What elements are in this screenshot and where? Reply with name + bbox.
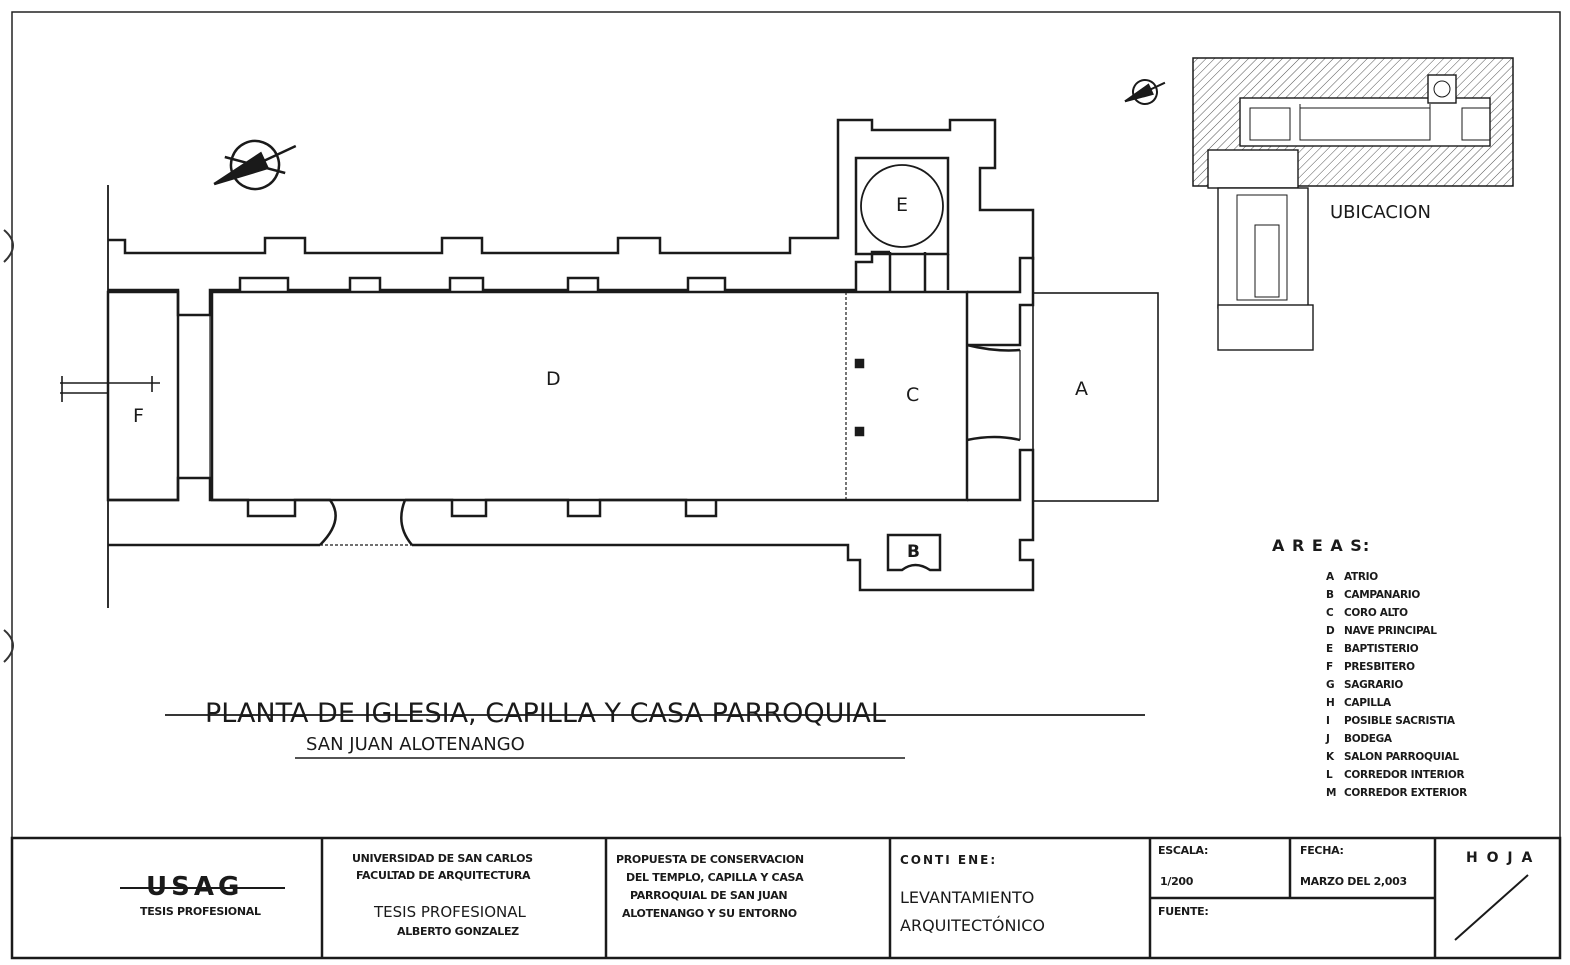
drawing-subtitle: SAN JUAN ALOTENANGO — [306, 734, 525, 755]
scale-label: ESCALA: — [1158, 844, 1209, 857]
source-label: FUENTE: — [1158, 905, 1209, 918]
university-line2: FACULTAD DE ARQUITECTURA — [356, 869, 531, 882]
plan-label-c: C — [906, 384, 920, 406]
areas-heading: A R E A S: — [1272, 536, 1371, 555]
north-arrow-icon — [213, 139, 297, 191]
project-line3: PARROQUIAL DE SAN JUAN — [630, 889, 788, 902]
plan-label-e: E — [896, 194, 909, 216]
sheet-slash — [1454, 874, 1529, 941]
title-block-grid — [10, 836, 1562, 960]
project-line1: PROPUESTA DE CONSERVACION — [616, 853, 804, 866]
contains-line2: ARQUITECTÓNICO — [900, 916, 1045, 935]
date-label: FECHA: — [1300, 844, 1344, 857]
location-label: UBICACION — [1330, 202, 1431, 223]
location-north-arrow-icon — [1124, 79, 1166, 105]
plan-label-a: A — [1075, 378, 1088, 400]
sheet-label: H O J A — [1466, 850, 1535, 866]
plan-label-d: D — [546, 368, 561, 390]
binding-mark-bottom — [3, 629, 14, 663]
drawing-title: PLANTA DE IGLESIA, CAPILLA Y CASA PARROQ… — [205, 698, 886, 729]
project-line4: ALOTENANGO Y SU ENTORNO — [622, 907, 797, 920]
date-value: MARZO DEL 2,003 — [1300, 875, 1407, 888]
floor-plan — [60, 118, 1159, 608]
university-line1: UNIVERSIDAD DE SAN CARLOS — [352, 852, 533, 865]
location-map — [1192, 57, 1514, 351]
usag-logo: USAG — [146, 872, 244, 902]
scale-value: 1/200 — [1160, 875, 1194, 888]
contains-label: CONTI ENE: — [900, 853, 998, 867]
contains-line1: LEVANTAMIENTO — [900, 888, 1035, 907]
plan-label-f: F — [133, 405, 144, 427]
thesis-label: TESIS PROFESIONAL — [374, 903, 526, 921]
logo-caption: TESIS PROFESIONAL — [140, 905, 261, 918]
plan-label-b: B — [907, 542, 920, 562]
author: ALBERTO GONZALEZ — [397, 925, 519, 938]
project-line2: DEL TEMPLO, CAPILLA Y CASA — [626, 871, 804, 884]
binding-mark-top — [3, 229, 14, 263]
